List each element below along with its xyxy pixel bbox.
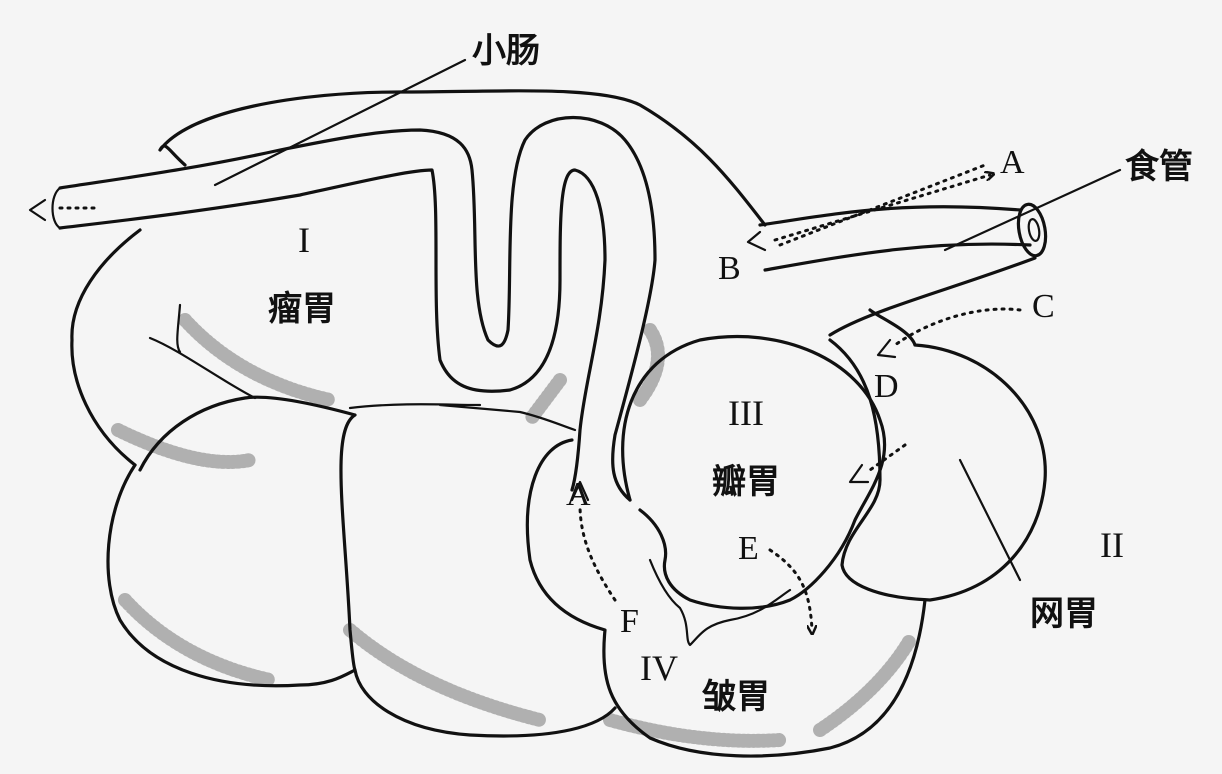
- label-rumen-numeral: I: [298, 220, 310, 260]
- small-intestine-pointer: [213, 58, 467, 187]
- label-rumen: 瘤胃: [268, 289, 336, 329]
- flow-label-a-lower: A: [566, 476, 591, 513]
- rumen-pillar: [148, 303, 577, 432]
- flow-label-d: D: [874, 368, 899, 405]
- reticulum-outline: [828, 308, 1047, 602]
- abomasum-fold: [648, 558, 792, 647]
- esophagus-lumen: [1027, 218, 1041, 242]
- reticulum-pointer: [958, 458, 1022, 582]
- omasum-outline: [621, 335, 887, 610]
- flow-label-c: C: [1032, 288, 1055, 325]
- shading: [111, 313, 917, 748]
- abomasum-outline: [525, 438, 927, 758]
- label-reticulum: 网胃: [1030, 594, 1098, 634]
- label-reticulum-numeral: II: [1100, 525, 1124, 565]
- flow-label-e: E: [738, 530, 759, 567]
- rumen-ventral-sacs: [106, 395, 617, 738]
- label-small-intestine: 小肠: [472, 31, 540, 71]
- flow-label-b: B: [718, 250, 741, 287]
- label-omasum-numeral: III: [728, 393, 764, 433]
- label-esophagus: 食管: [1125, 147, 1193, 187]
- rumen-outline: [70, 89, 767, 467]
- esophagus-pointer: [943, 168, 1122, 252]
- esophagus: [758, 205, 1037, 337]
- label-abomasum-numeral: IV: [640, 648, 678, 688]
- esophagus-opening: [1016, 202, 1048, 258]
- flow-arrows: [28, 163, 1022, 630]
- flow-label-f: F: [620, 603, 639, 640]
- flow-label-a-top: A: [1000, 144, 1025, 181]
- intestine-end-cap: [51, 186, 62, 230]
- label-omasum: 瓣胃: [712, 462, 780, 502]
- label-abomasum: 皱胃: [702, 677, 770, 717]
- small-intestine: [58, 115, 657, 502]
